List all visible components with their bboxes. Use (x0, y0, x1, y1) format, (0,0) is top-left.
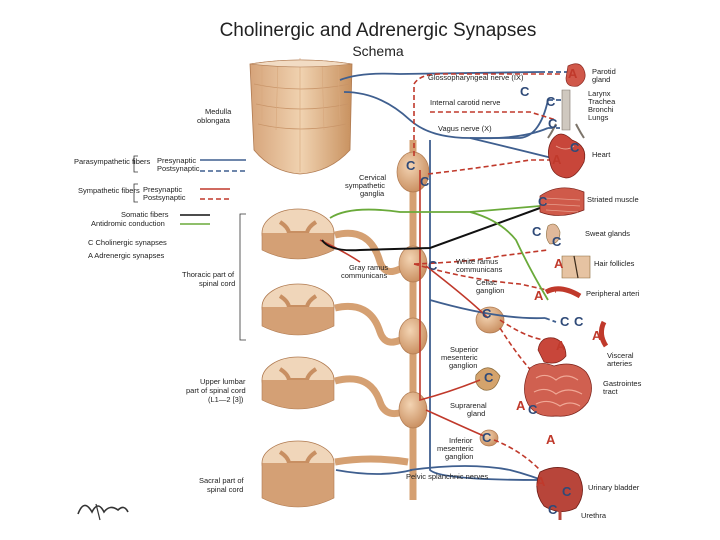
legend-antidromic-label: Antidromic conduction (91, 219, 165, 228)
svg-text:A: A (552, 152, 562, 167)
svg-text:A: A (592, 328, 602, 343)
svg-text:C: C (406, 158, 416, 173)
legend: Parasympathetic fibers Presynaptic Posts… (74, 155, 246, 260)
svg-text:C: C (570, 140, 580, 155)
suprarenal-gland (475, 367, 501, 391)
legend-para-postsynaptic: Postsynaptic (157, 164, 200, 173)
legend-adrenergic: A Adrenergic synapses (88, 251, 165, 260)
svg-text:C: C (548, 116, 558, 131)
legend-para-presynaptic: Presynaptic (157, 156, 196, 165)
heart-label: Heart (592, 150, 611, 159)
pelvic-splanchnic-label: Pelvic splanchnic nerves (406, 472, 488, 481)
urethra-label: Urethra (581, 511, 607, 520)
svg-text:A: A (556, 338, 566, 353)
spinal-cord-thoracic-lower (261, 283, 335, 336)
svg-text:C: C (482, 306, 492, 321)
svg-text:C: C (532, 224, 542, 239)
urinary-bladder-label: Urinary bladder (588, 483, 640, 492)
spinal-cord-sacral (261, 440, 335, 508)
inferior-mesenteric-ganglion (479, 429, 499, 447)
svg-text:C: C (546, 94, 556, 109)
medulla-oblongata (249, 58, 353, 175)
striated-muscle-label: Striated muscle (587, 195, 639, 204)
svg-text:A: A (546, 432, 556, 447)
nerve-labels: Glossopharyngeal nerve (IX) Internal car… (341, 73, 524, 481)
sympathetic-trunk (334, 140, 505, 500)
sweat-gland (546, 223, 561, 245)
svg-text:C: C (562, 484, 572, 499)
sweat-glands-label: Sweat glands (585, 229, 630, 238)
stomach (537, 337, 567, 364)
svg-text:C: C (560, 314, 570, 329)
svg-text:C: C (482, 430, 492, 445)
svg-text:C: C (552, 234, 562, 249)
netter-signature (77, 503, 129, 521)
vagus-label: Vagus nerve (X) (438, 124, 492, 133)
hair-follicles-label: Hair follicles (594, 259, 635, 268)
svg-text:A: A (516, 398, 526, 413)
legend-sym-presynaptic: Presynaptic (143, 185, 182, 194)
parasympathetic-fibers (335, 71, 568, 491)
diagram-subtitle: Schema (352, 43, 404, 59)
striated-muscle (539, 187, 585, 216)
svg-text:A: A (536, 474, 546, 489)
svg-text:C: C (574, 314, 584, 329)
legend-sym-postsynaptic: Postsynaptic (143, 193, 186, 202)
svg-text:C: C (520, 84, 530, 99)
legend-sympathetic-label: Sympathetic fibers (78, 186, 140, 195)
heart (548, 133, 586, 179)
glossopharyngeal-label: Glossopharyngeal nerve (IX) (428, 73, 524, 82)
svg-text:C: C (484, 370, 494, 385)
svg-text:C: C (428, 258, 438, 273)
legend-parasympathetic-label: Parasympathetic fibers (74, 157, 151, 166)
svg-text:C: C (538, 194, 548, 209)
synapse-markers: A C C C A C C C C C A A C C C C C A A C … (406, 66, 602, 517)
spinal-cord-lumbar (261, 356, 335, 410)
svg-text:A: A (554, 256, 564, 271)
legend-cholinergic: C Cholinergic synapses (88, 238, 167, 247)
svg-text:A: A (534, 288, 544, 303)
internal-carotid-label: Internal carotid nerve (430, 98, 500, 107)
lumbar-ganglion (398, 391, 428, 429)
svg-text:A: A (568, 66, 578, 81)
visceral-artery (598, 320, 609, 348)
somatic-fibers (321, 205, 549, 301)
diagram-title: Cholinergic and Adrenergic Synapses (219, 20, 537, 41)
cervical-ganglion (396, 151, 430, 193)
peripheral-arteries-label: Peripheral arteri (586, 289, 640, 298)
parotid-gland (565, 63, 586, 87)
svg-text:C: C (548, 502, 558, 517)
thoracic-ganglion-lower (398, 317, 428, 355)
organs (524, 63, 609, 520)
svg-text:C: C (528, 402, 538, 417)
legend-somatic-label: Somatic fibers (121, 210, 169, 219)
spinal-cord-thoracic (261, 208, 335, 260)
peripheral-artery (544, 286, 582, 299)
urinary-bladder (536, 467, 583, 512)
trachea (561, 89, 571, 131)
svg-text:C: C (420, 174, 430, 189)
